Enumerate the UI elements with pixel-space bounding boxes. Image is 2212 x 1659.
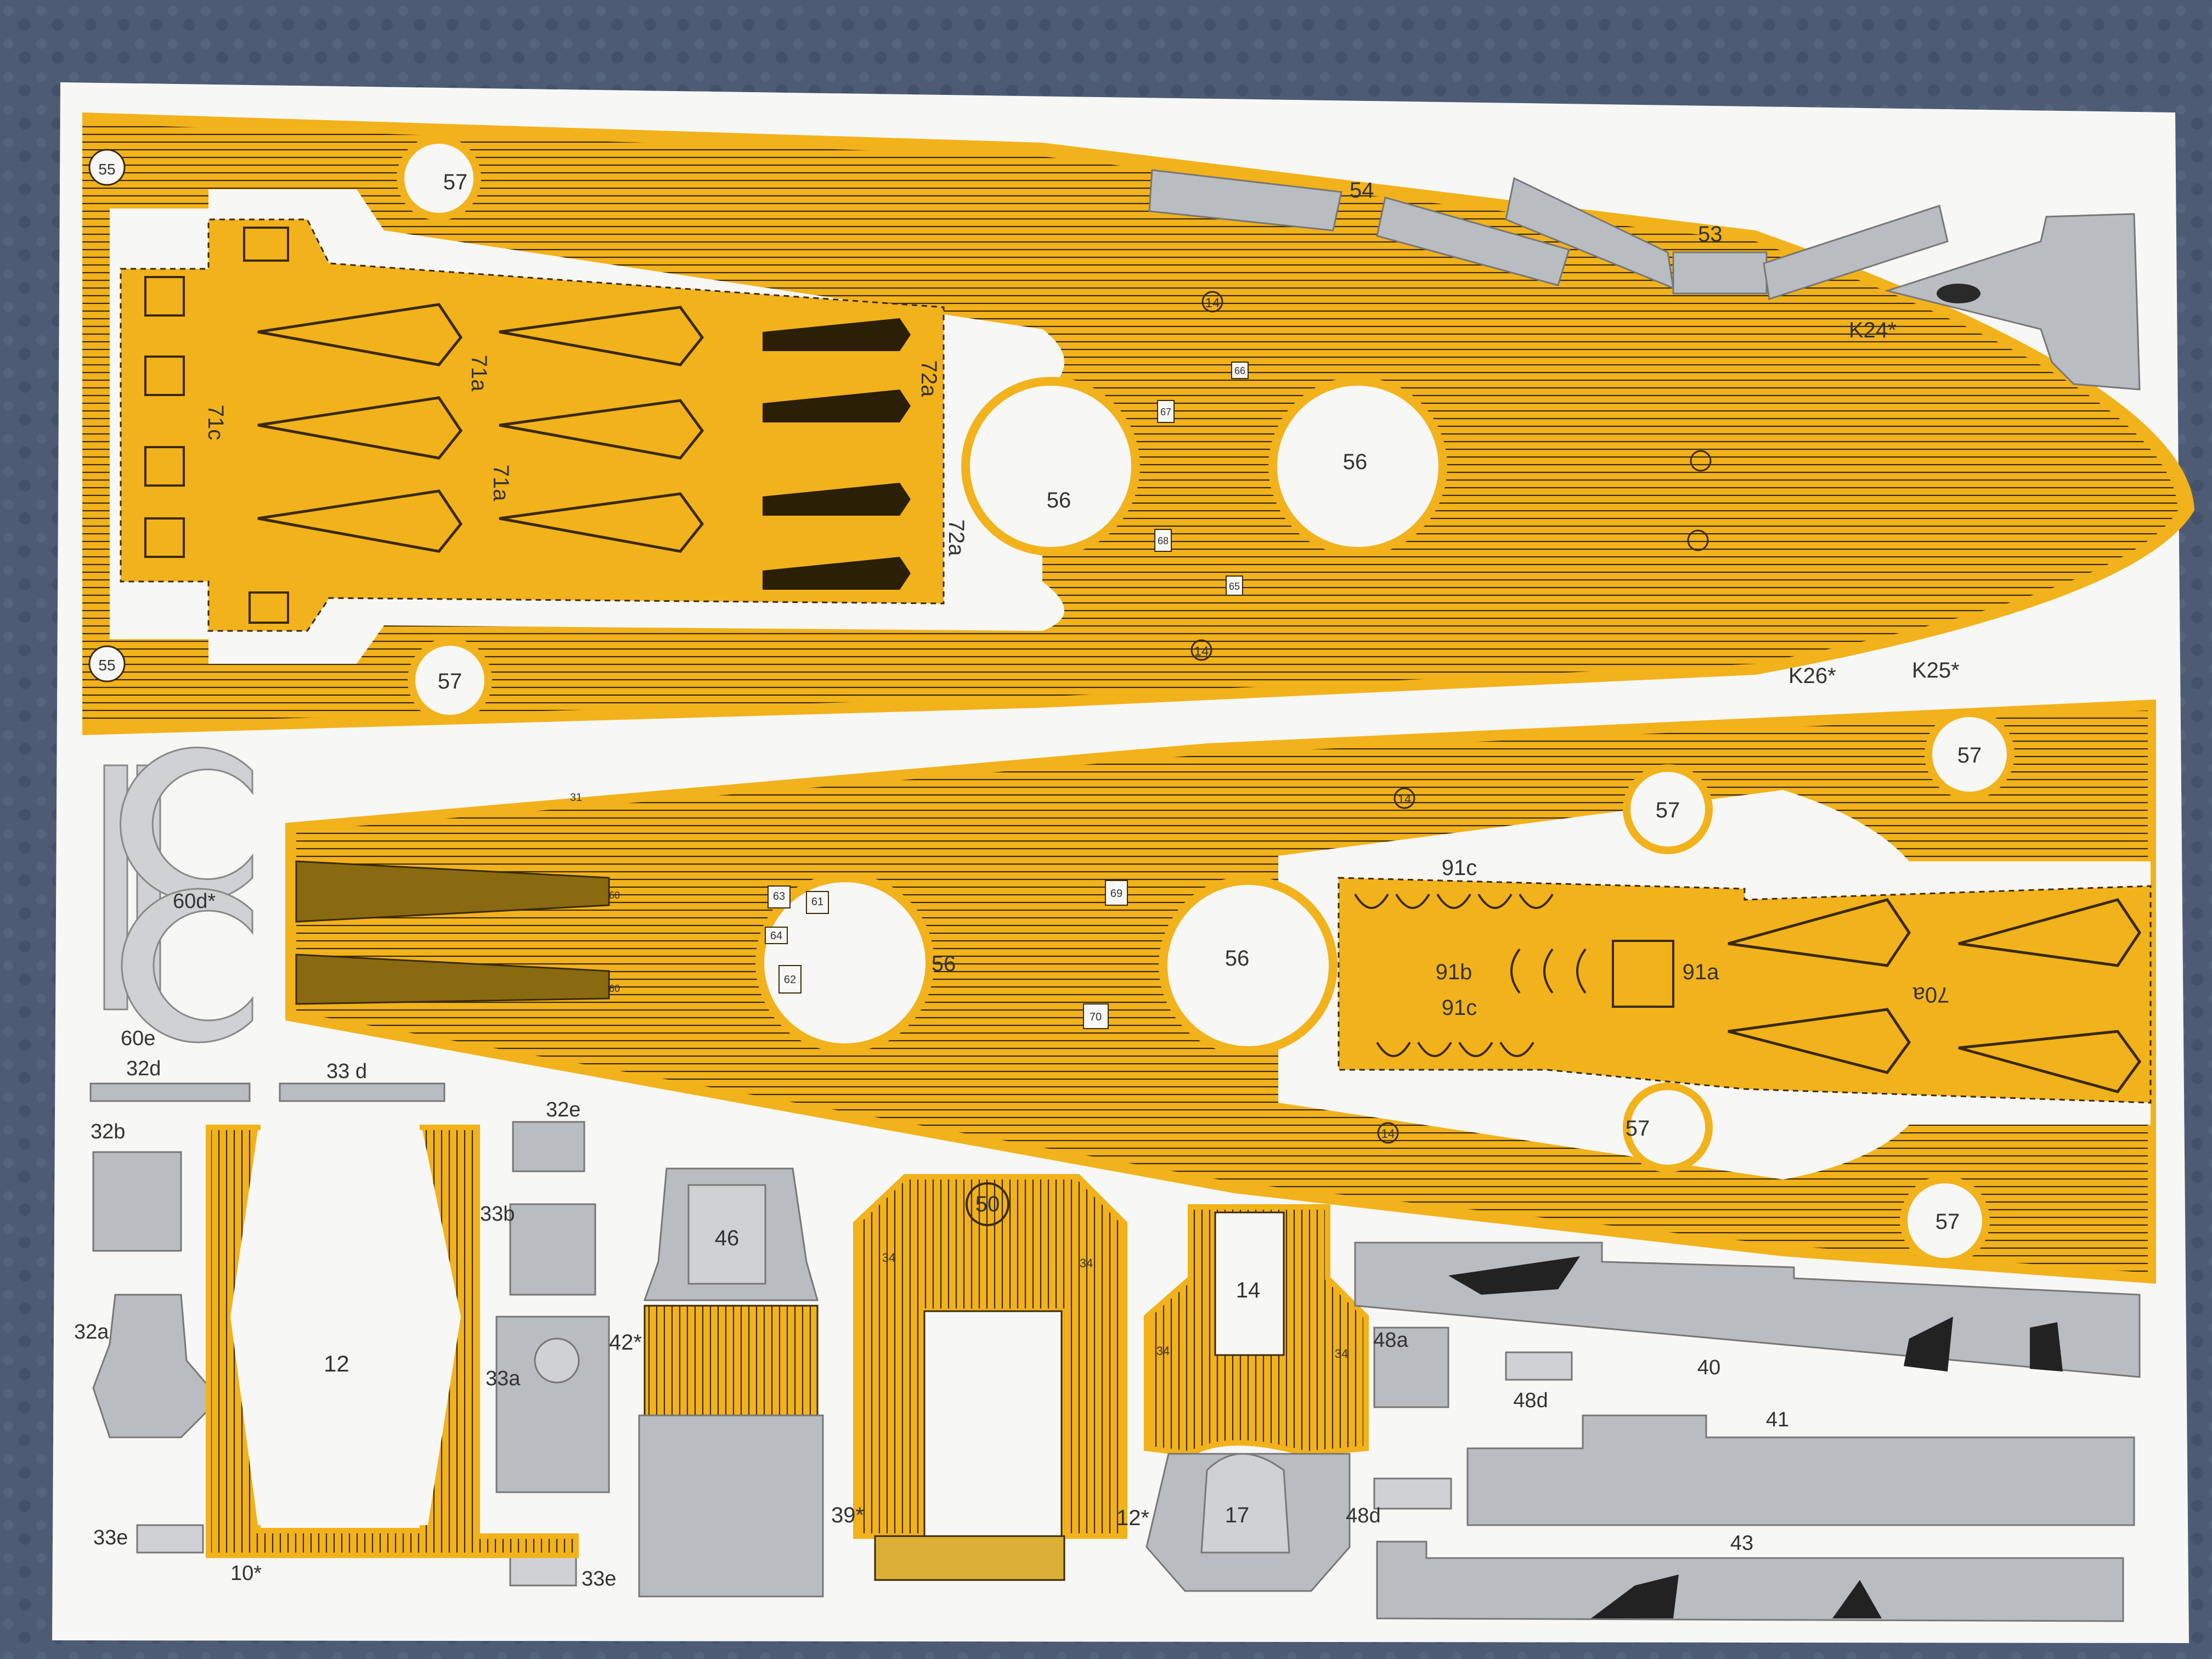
- top-part-labels: 54 53 K24* K26* K25*: [1350, 178, 1960, 688]
- label-34-d: 34: [1335, 1347, 1348, 1361]
- lower-hull-deck: [285, 699, 2156, 1284]
- label-k26: K26*: [1788, 664, 1836, 688]
- label-57-c: 57: [1626, 1116, 1650, 1141]
- bottom-right-strips: [1354, 1242, 2141, 1622]
- label-10: 10*: [230, 1562, 262, 1585]
- label-68: 68: [1158, 535, 1169, 546]
- label-60e: 60e: [121, 1027, 155, 1050]
- label-71a-top: 71a: [467, 355, 491, 392]
- label-48d-top: 48d: [1513, 1389, 1548, 1412]
- label-56-right: 56: [1343, 450, 1368, 474]
- label-32b: 32b: [91, 1120, 125, 1143]
- label-91c-top: 91c: [1442, 856, 1477, 880]
- label-53: 53: [1698, 222, 1723, 246]
- label-57-b: 57: [1957, 743, 1982, 768]
- label-62: 62: [784, 974, 796, 986]
- label-55-bottom: 55: [98, 657, 115, 674]
- label-70a: 70a: [1912, 983, 1949, 1007]
- label-72a-bottom: 72a: [944, 520, 968, 556]
- label-57-top: 57: [443, 170, 468, 194]
- label-46: 46: [715, 1226, 740, 1250]
- bottom-middle-parts: [638, 1167, 1369, 1598]
- label-91b: 91b: [1436, 960, 1472, 984]
- left-part-labels: 60d* 60e 32d 33 d 32b 32e 33b 32a 33a 33…: [74, 890, 616, 1590]
- label-14-bottom: 14: [1194, 644, 1209, 659]
- label-65: 65: [1229, 581, 1240, 592]
- label-34-c: 34: [1156, 1344, 1170, 1358]
- label-57-d: 57: [1936, 1210, 1960, 1234]
- label-42: 42*: [609, 1330, 642, 1355]
- label-33d: 33 d: [326, 1060, 367, 1083]
- label-48a: 48a: [1373, 1329, 1408, 1352]
- label-12-star: 12*: [1116, 1506, 1149, 1530]
- label-71c: 71c: [204, 405, 228, 441]
- label-54: 54: [1350, 178, 1374, 202]
- label-64: 64: [770, 930, 782, 942]
- label-60-bottom: 60: [609, 983, 620, 994]
- label-69: 69: [1110, 888, 1122, 900]
- label-33e-bottom: 33e: [582, 1567, 616, 1590]
- label-32e: 32e: [546, 1098, 580, 1121]
- top-grey-parts: [1148, 169, 2141, 391]
- label-31: 31: [570, 792, 582, 804]
- label-40: 40: [1697, 1356, 1720, 1379]
- label-71a-mid: 71a: [489, 465, 513, 501]
- left-small-parts: [89, 747, 610, 1587]
- label-66: 66: [1234, 365, 1245, 376]
- label-32a: 32a: [74, 1321, 109, 1344]
- label-14: 14: [1236, 1278, 1261, 1302]
- lower-hull-labels: 57 57 57 57 56 56 14 14 31 63 61 64 62 6…: [570, 743, 1982, 1234]
- label-k25: K25*: [1912, 658, 1960, 682]
- label-14-b: 14: [1381, 1127, 1395, 1141]
- label-60-top: 60: [609, 890, 620, 901]
- label-72a-top: 72a: [917, 360, 941, 397]
- label-17: 17: [1225, 1503, 1250, 1527]
- label-56-left: 56: [932, 952, 956, 976]
- label-50: 50: [975, 1192, 1000, 1216]
- label-57-bottom: 57: [438, 669, 462, 693]
- label-57-a: 57: [1656, 798, 1680, 822]
- label-14-top: 14: [1205, 296, 1220, 311]
- label-56-right: 56: [1225, 946, 1250, 970]
- label-32d: 32d: [126, 1057, 161, 1080]
- label-61: 61: [811, 896, 823, 908]
- label-43: 43: [1730, 1532, 1753, 1555]
- upper-hull-labels: 55 55 57 57 56 56 71a 71a 71c 72a 72a 14…: [98, 161, 1367, 693]
- label-34-a: 34: [882, 1251, 895, 1265]
- label-34-b: 34: [1080, 1256, 1093, 1270]
- label-67: 67: [1160, 407, 1171, 417]
- label-39: 39*: [831, 1503, 864, 1527]
- label-k24: K24*: [1849, 318, 1897, 342]
- label-33b: 33b: [480, 1203, 515, 1226]
- label-55-top: 55: [98, 161, 115, 178]
- label-70: 70: [1090, 1011, 1102, 1023]
- label-63: 63: [773, 890, 785, 902]
- bottom-middle-labels: 46 42* 50 39* 14 17 12* 34 34 34 34: [609, 1192, 1348, 1530]
- label-91c-bottom: 91c: [1442, 996, 1477, 1020]
- label-56-left: 56: [1047, 488, 1071, 512]
- label-48d-bottom: 48d: [1346, 1504, 1380, 1527]
- label-12: 12: [324, 1351, 349, 1376]
- label-33e-left: 33e: [93, 1526, 128, 1549]
- label-33a: 33a: [486, 1367, 521, 1390]
- label-60d: 60d*: [173, 890, 216, 913]
- bottom-right-labels: 48a 48d 48d 40 41 43: [1346, 1329, 1789, 1555]
- label-91a: 91a: [1683, 960, 1719, 984]
- label-14-a: 14: [1398, 792, 1411, 806]
- label-41: 41: [1766, 1408, 1789, 1431]
